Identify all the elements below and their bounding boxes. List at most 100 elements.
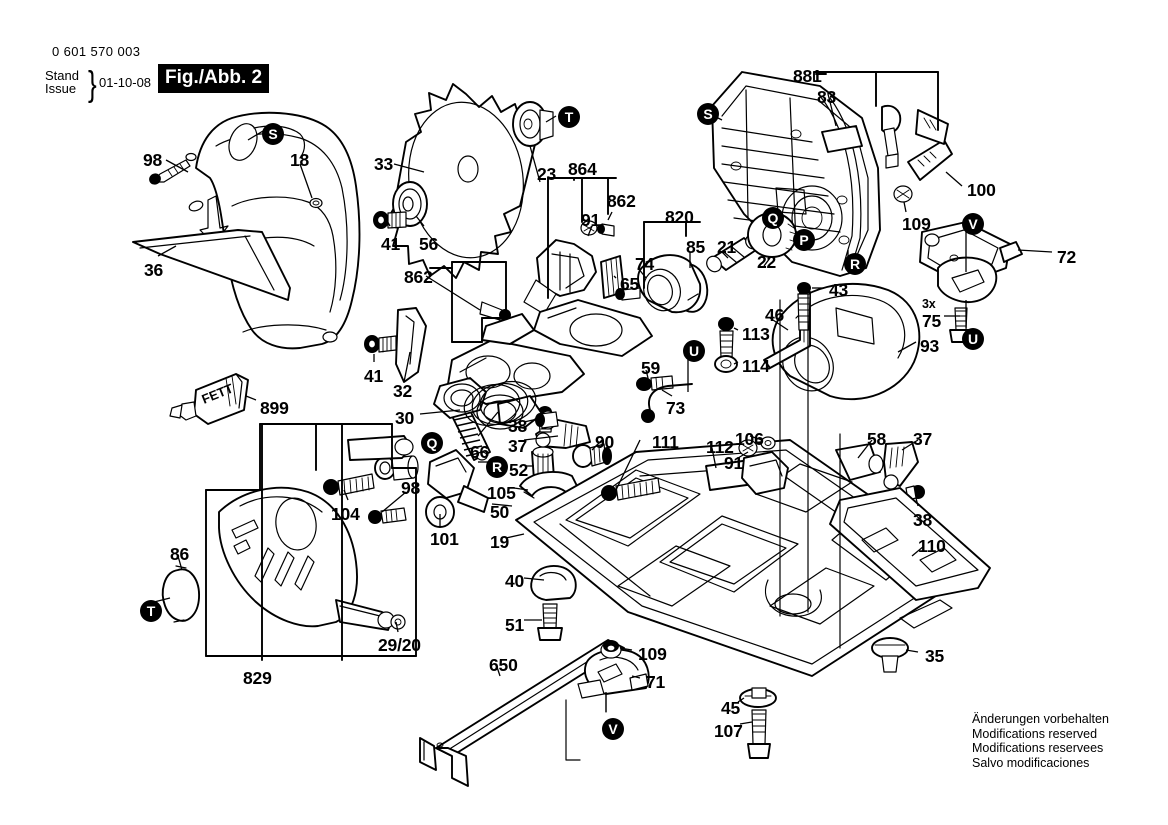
callout-862: 862 <box>607 191 636 211</box>
disclaimer-es: Salvo modificaciones <box>972 755 1090 770</box>
callout-50: 50 <box>490 502 510 522</box>
inner-frame-body <box>482 300 652 356</box>
parts-820-85-21-22 <box>615 213 796 316</box>
callout-59: 59 <box>641 358 661 378</box>
parts-112-106-91 <box>706 437 788 494</box>
callout-22: 22 <box>757 252 777 272</box>
figure-badge: Fig./Abb. 2 <box>158 64 270 93</box>
callout-107: 107 <box>714 721 743 741</box>
issue-label: Issue <box>45 81 77 96</box>
brace-glyph: } <box>88 63 97 104</box>
callout-72: 72 <box>1057 247 1077 267</box>
callout-100: 100 <box>967 180 996 200</box>
assembly-marker-u: U <box>683 340 705 362</box>
callout-51: 51 <box>505 615 525 635</box>
callout-881: 881 <box>793 66 822 86</box>
callout-101: 101 <box>430 529 459 549</box>
callout-75: 75 <box>922 311 942 331</box>
callout-35: 35 <box>925 646 945 666</box>
parts-59-73-wire <box>636 376 692 423</box>
callout-85: 85 <box>686 237 706 257</box>
assembly-marker-q: Q <box>421 432 443 454</box>
callout-66: 66 <box>470 442 490 462</box>
callout-74: 74 <box>635 254 655 274</box>
part-862-linkage <box>396 302 511 382</box>
disclaimer-block: Änderungen vorbehalten Modifications res… <box>972 712 1109 770</box>
part-43-screw <box>797 282 811 330</box>
callout-37: 37 <box>913 429 933 449</box>
part-18-guard-cover <box>186 113 359 349</box>
callout-110: 110 <box>918 536 946 556</box>
callout-58: 58 <box>867 429 887 449</box>
part-41-screw-blade <box>373 211 406 229</box>
callout-73: 73 <box>666 398 686 418</box>
disclaimer-fr: Modifications reservees <box>972 741 1104 756</box>
part-51-screw <box>538 604 562 640</box>
callout-862: 862 <box>404 267 433 287</box>
assembly-marker-r: R <box>486 456 508 478</box>
callout-91: 91 <box>581 210 601 230</box>
callout-111: 111 <box>652 432 679 452</box>
callout-19: 19 <box>490 532 510 552</box>
assembly-marker-v: V <box>602 718 624 740</box>
callout-899: 899 <box>260 398 289 418</box>
part-650-parallel-guide <box>420 640 624 786</box>
callout-90: 90 <box>595 432 615 452</box>
part-41-screw-lower <box>364 335 396 353</box>
motor-support-plate <box>434 340 584 429</box>
callout-820: 820 <box>665 207 694 227</box>
callout-41: 41 <box>381 234 401 254</box>
callout-30: 30 <box>395 408 415 428</box>
disclaimer-en: Modifications reserved <box>972 726 1098 741</box>
issue-date: 01-10-08 <box>99 75 152 90</box>
part-72-bracket <box>920 222 1022 342</box>
part-881-motor-housing <box>712 72 952 276</box>
assembly-marker-u: U <box>962 328 984 350</box>
callout-65: 65 <box>620 274 640 294</box>
assembly-marker-t: T <box>558 106 580 128</box>
assembly-marker-p: P <box>793 229 815 251</box>
part-98-screw-upper <box>149 160 190 185</box>
callout-83: 83 <box>817 87 837 107</box>
assembly-marker-s: S <box>262 123 284 145</box>
callout-32: 32 <box>393 381 413 401</box>
part-899-grease-tube: FETT <box>170 374 248 424</box>
callout-106: 106 <box>735 429 764 449</box>
callout-23: 23 <box>537 164 557 184</box>
callout-98: 98 <box>401 478 421 498</box>
callout-brackets <box>206 72 938 760</box>
callout-86: 86 <box>170 544 190 564</box>
callout-105: 105 <box>487 483 516 503</box>
callout-18: 18 <box>290 150 310 170</box>
part-23-outer-flange <box>513 102 553 146</box>
callout-91: 91 <box>724 453 744 473</box>
callout-93: 93 <box>920 336 940 356</box>
callout-38: 38 <box>508 416 528 436</box>
callout-109: 109 <box>902 214 931 234</box>
multiplier-note: 3x <box>922 297 936 311</box>
part-829-lower-guard <box>219 488 405 630</box>
callout-46: 46 <box>765 305 785 325</box>
part-35-knob <box>872 638 908 672</box>
callout-38: 38 <box>913 510 933 530</box>
callout-37: 37 <box>508 436 528 456</box>
part-40-knob <box>531 566 576 600</box>
callout-98: 98 <box>143 150 163 170</box>
assembly-marker-t: T <box>140 600 162 622</box>
callout-113: 113 <box>742 324 770 344</box>
part-66-rings <box>460 377 539 431</box>
callout-104: 104 <box>331 504 360 524</box>
callout-29-20: 29/20 <box>378 635 421 655</box>
callout-33: 33 <box>374 154 394 174</box>
callout-114: 114 <box>742 356 770 376</box>
callout-56: 56 <box>419 234 439 254</box>
parts-90-111 <box>573 444 660 501</box>
stand-issue-labels: Stand Issue <box>45 69 79 95</box>
callout-45: 45 <box>721 698 741 718</box>
part-86-retaining-ring <box>163 566 199 622</box>
part-864-lever-group <box>524 221 624 314</box>
callout-43: 43 <box>829 280 849 300</box>
stand-label: Stand <box>45 68 79 83</box>
